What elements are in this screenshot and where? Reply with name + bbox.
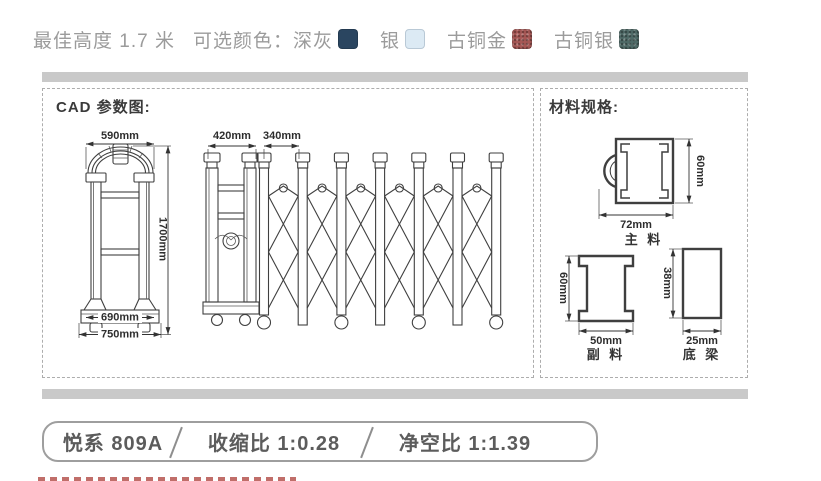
profile-main-label: 主 料 [625,232,664,247]
color-swatch-bronze-gold [512,29,533,49]
cad-panel: CAD 参数图: [42,88,534,378]
model-name: 悦系 809A [62,433,164,455]
dim-590: 590mm [101,130,139,142]
color-option-bronze-gold: 古铜金 [447,26,533,53]
model-badge: 悦系 809A 收缩比 1:0.28 净空比 1:1.39 [42,421,598,462]
divider-bar-bottom [42,389,748,399]
dim-beam-width: 25mm [686,335,718,347]
color-option-label: 银 [380,30,401,52]
materials-panel: 材料规格: 60mm 72mm 主 料 [540,88,748,378]
dim-aux-width: 50mm [590,335,622,347]
scissor-lattice [268,183,493,309]
profile-beam: 38mm 25mm 底 梁 [661,247,723,362]
color-option-label: 古铜金 [447,30,508,52]
divider-bar-top [42,72,748,82]
post-front-view: 590mm 690mm 750mm 1700mm [78,130,171,341]
slash-divider [360,426,374,459]
dim-690: 690mm [101,312,139,324]
profile-main: 60mm 72mm 主 料 [598,137,706,247]
dim-main-width: 72mm [620,219,652,231]
color-option-label: 深灰 [293,30,334,52]
dim-420: 420mm [213,130,251,142]
retractable-gate-view: 420mm 340mm [202,130,504,330]
shrink-ratio: 收缩比 1:0.28 [207,433,341,455]
materials-drawing: 60mm 72mm 主 料 60mm 50mm 副 料 38mm [557,137,723,362]
materials-section-title: 材料规格: [549,99,619,116]
gate-emblem [214,232,248,250]
color-option-label: 古铜银 [554,30,615,52]
cad-drawing: 590mm 690mm 750mm 1700mm 420mm 340mm [78,130,504,341]
dim-beam-height: 38mm [661,267,673,299]
leading-post [202,152,260,327]
cropped-text-strip [38,477,296,481]
color-option-dark-gray: 深灰 [293,26,359,53]
dim-1700: 1700mm [157,217,169,261]
dim-main-height: 60mm [694,155,706,187]
color-option-bronze-silver: 古铜银 [554,26,640,53]
color-option-silver: 银 [380,26,426,53]
clearance-ratio: 净空比 1:1.39 [398,433,532,455]
profile-aux: 60mm 50mm 副 料 [557,254,635,362]
dim-aux-height: 60mm [557,272,569,304]
color-swatch-dark-gray [338,29,359,49]
color-swatch-silver [405,29,426,49]
dim-340: 340mm [263,130,301,142]
color-swatch-bronze-silver [619,29,640,49]
cad-section-title: CAD 参数图: [56,99,151,116]
best-height-label: 最佳高度 1.7 米 [33,30,175,52]
dim-750: 750mm [101,329,139,341]
header-row: 最佳高度 1.7 米 可选颜色： 深灰 银 古铜金 古铜银 [33,26,661,52]
colors-label: 可选颜色： [192,30,293,52]
trellis-posts [256,152,504,330]
profile-aux-label: 副 料 [587,347,626,362]
profile-beam-label: 底 梁 [683,347,722,362]
